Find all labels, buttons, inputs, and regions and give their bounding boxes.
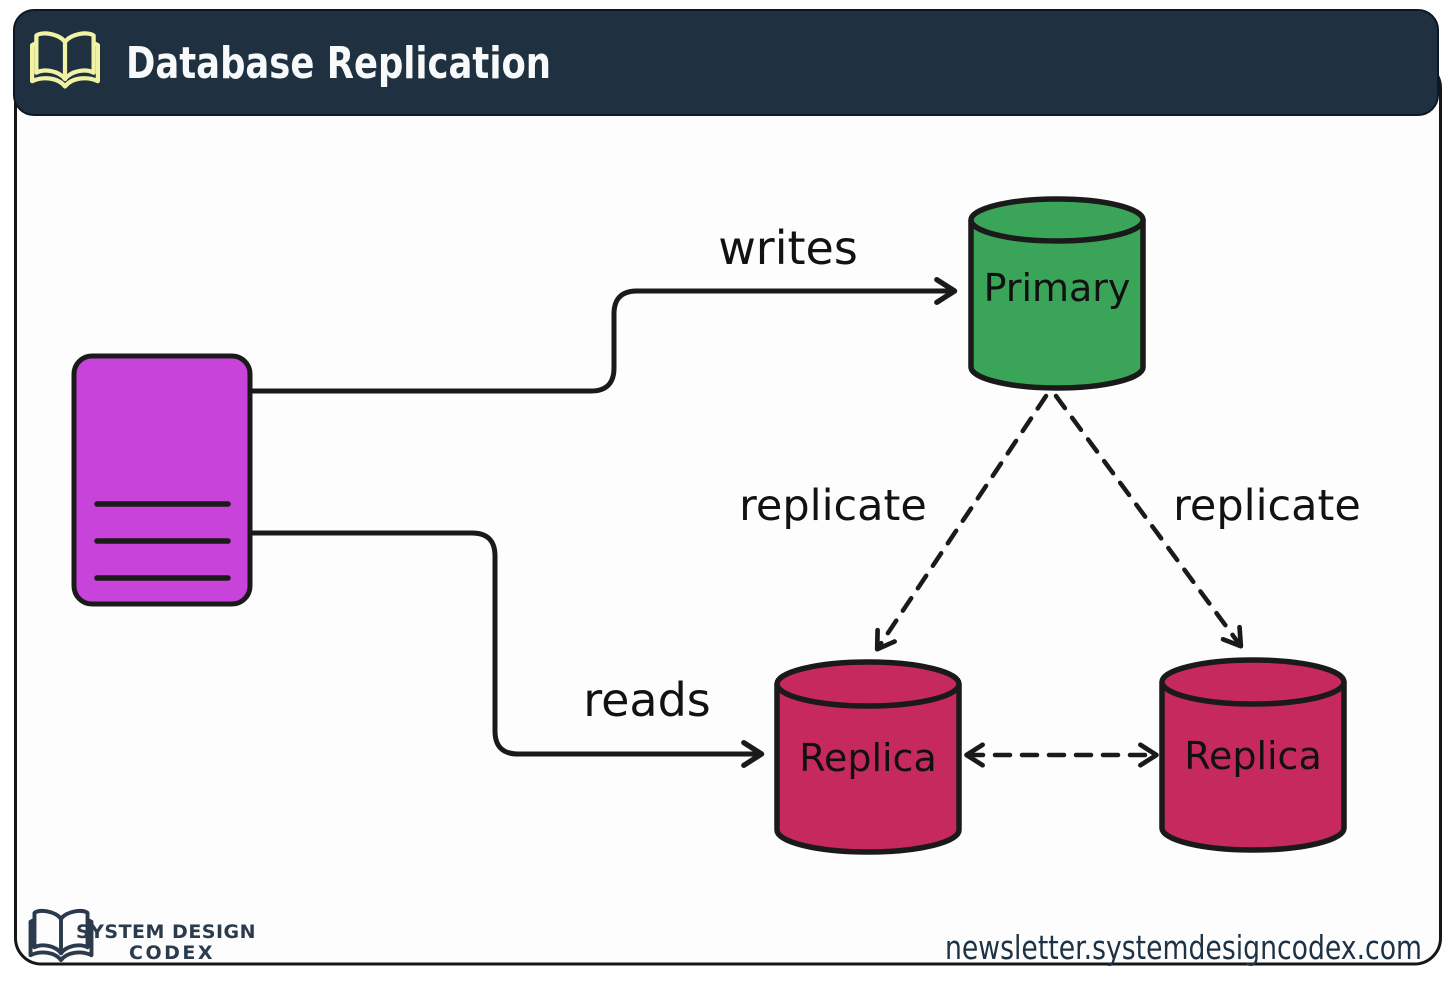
client-node-body bbox=[71, 353, 253, 607]
edge-replicate-left-label: replicate bbox=[739, 481, 927, 531]
replica-left-db-top bbox=[774, 659, 962, 709]
page-title: Database Replication bbox=[126, 38, 551, 89]
header-background bbox=[13, 9, 1439, 116]
footer-logo-text-line2: CODEX bbox=[129, 942, 215, 964]
header-bar: Database Replication bbox=[13, 9, 1439, 116]
client-node bbox=[71, 353, 253, 607]
replica-right-db-node: Replica bbox=[1159, 657, 1347, 853]
footer: SYSTEM DESIGN CODEX newsletter.systemdes… bbox=[28, 908, 1422, 967]
edge-replicate-left-arrow bbox=[874, 393, 1049, 652]
replica-left-db-body bbox=[774, 684, 962, 855]
replica-left-db-node: Replica bbox=[774, 659, 962, 855]
footer-newsletter-url: newsletter.systemdesigncodex.com bbox=[945, 928, 1422, 967]
client-node-text-lines bbox=[94, 501, 231, 581]
footer-logo-text-line1: SYSTEM DESIGN bbox=[76, 921, 256, 943]
primary-db-label: Primary bbox=[984, 266, 1131, 310]
edge-reads-label: reads bbox=[583, 673, 711, 727]
replica-right-db-top bbox=[1159, 657, 1347, 707]
edge-writes-label: writes bbox=[718, 221, 858, 275]
primary-db-body bbox=[968, 220, 1146, 391]
replica-right-db-body bbox=[1159, 682, 1347, 853]
replica-right-db-label: Replica bbox=[1184, 734, 1322, 778]
primary-db-node: Primary bbox=[968, 196, 1146, 391]
edge-replicate-right-arrow bbox=[1053, 393, 1244, 649]
replica-left-db-label: Replica bbox=[799, 736, 937, 780]
edge-writes-arrow bbox=[247, 277, 958, 394]
edge-reads-arrow bbox=[247, 530, 765, 768]
edge-replicate-right-label: replicate bbox=[1173, 481, 1361, 531]
primary-db-top bbox=[968, 196, 1146, 244]
